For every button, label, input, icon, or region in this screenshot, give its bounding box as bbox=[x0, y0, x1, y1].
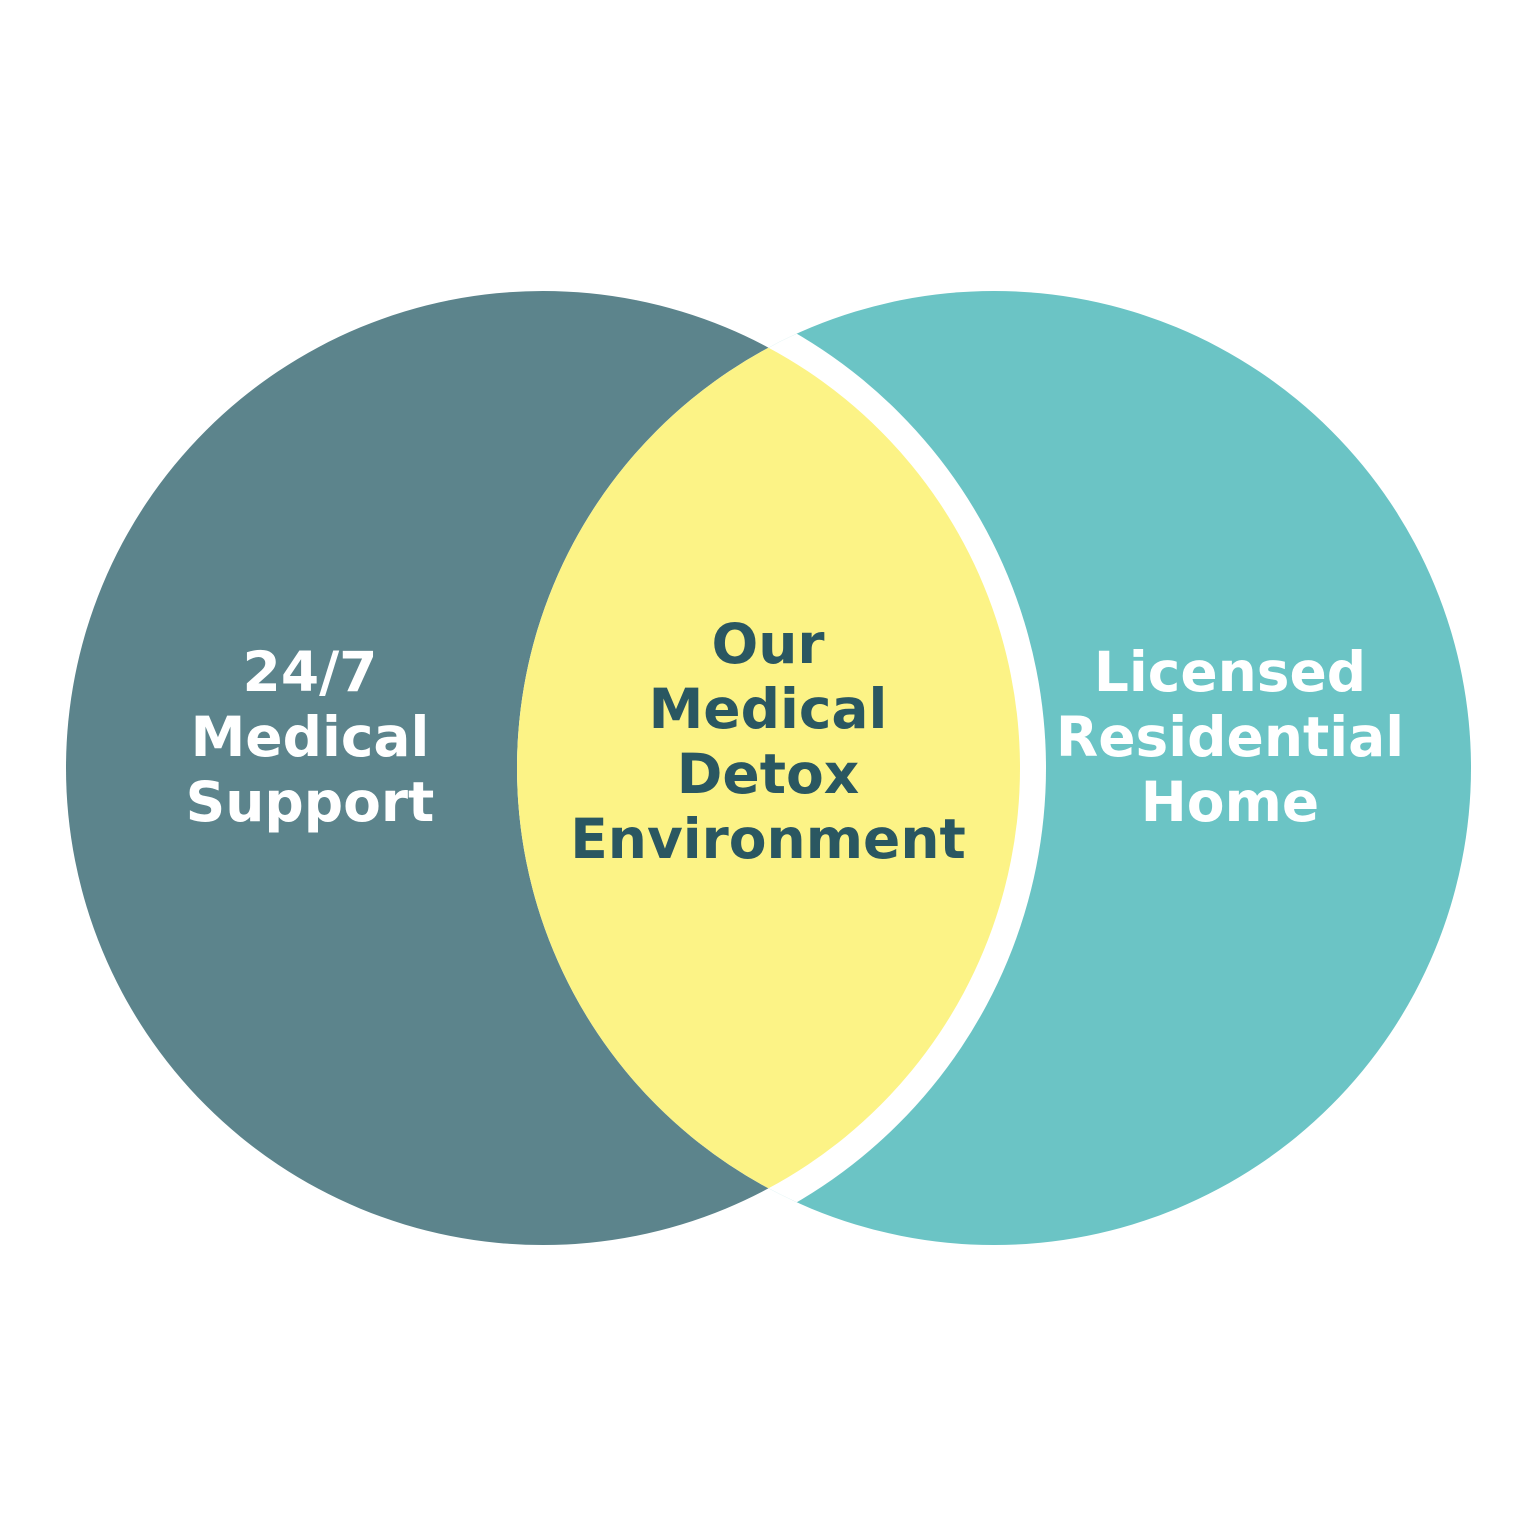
right-label-line-2: Residential bbox=[1055, 705, 1405, 769]
left-label-line-2: Medical bbox=[190, 705, 430, 769]
center-label-line-3: Detox bbox=[676, 742, 860, 806]
right-circle-label: Licensed Residential Home bbox=[1030, 640, 1430, 835]
left-label-line-3: Support bbox=[185, 770, 435, 834]
intersection-label: Our Medical Detox Environment bbox=[568, 612, 968, 872]
center-label-line-2: Medical bbox=[648, 677, 888, 741]
intersection-lens bbox=[517, 291, 1020, 1245]
center-label-line-1: Our bbox=[711, 612, 825, 676]
right-label-line-1: Licensed bbox=[1093, 640, 1367, 704]
right-label-line-3: Home bbox=[1140, 770, 1320, 834]
center-label-line-4: Environment bbox=[570, 807, 966, 871]
left-circle-label: 24/7 Medical Support bbox=[110, 640, 510, 835]
left-label-line-1: 24/7 bbox=[242, 640, 378, 704]
